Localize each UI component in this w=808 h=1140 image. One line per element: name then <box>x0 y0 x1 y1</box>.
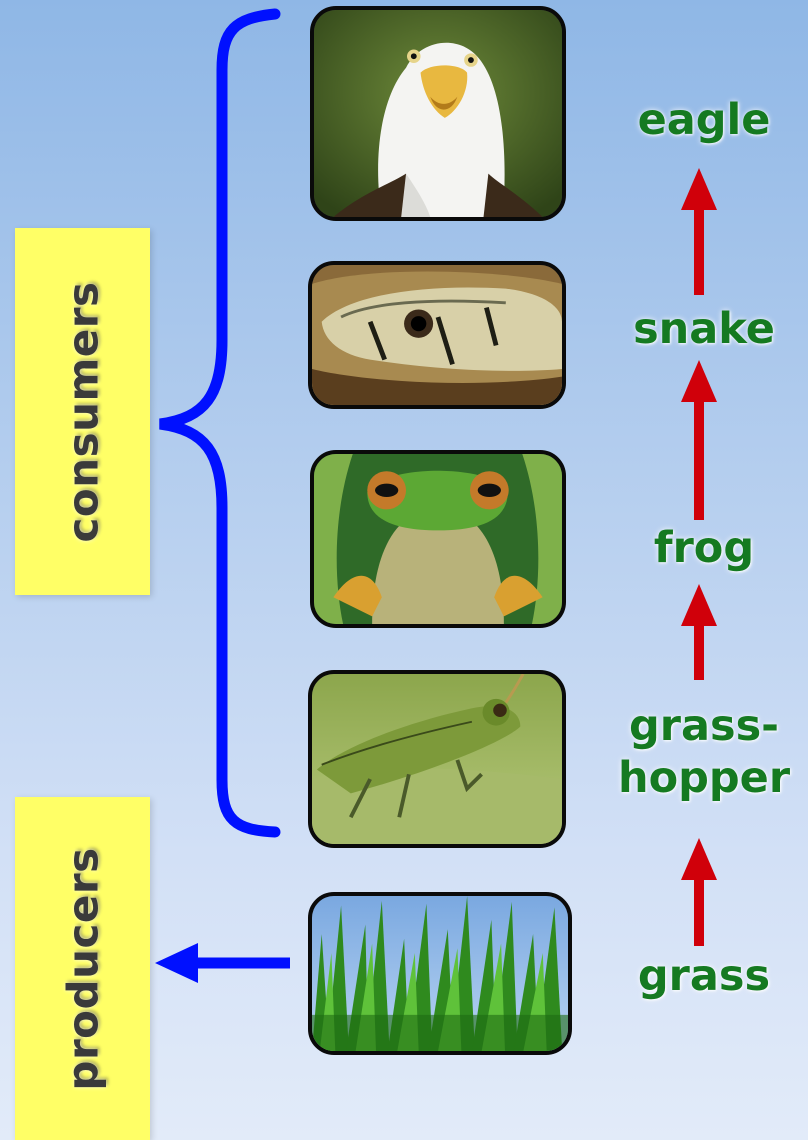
consumers-label-box: consumers <box>15 228 150 595</box>
frog-photo <box>310 450 566 628</box>
producers-label: producers <box>58 847 107 1090</box>
producers-label-box: producers <box>15 797 150 1140</box>
snake-photo <box>308 261 566 409</box>
eagle-photo <box>310 6 566 221</box>
grasshopper-photo <box>308 670 566 848</box>
producers-arrow <box>155 943 290 983</box>
eagle-label: eagle <box>600 94 808 146</box>
grasshopper-label: grass- hopper <box>600 700 808 804</box>
grass-label: grass <box>600 950 808 1002</box>
frog-label: frog <box>600 522 808 574</box>
consumers-bracket <box>160 14 275 832</box>
snake-label: snake <box>600 303 808 355</box>
grass-photo <box>308 892 572 1055</box>
chain-arrow-grass-to-grasshopper <box>681 838 717 946</box>
consumers-label: consumers <box>58 281 107 542</box>
chain-arrow-snake-to-eagle <box>681 168 717 295</box>
chain-arrow-grasshopper-to-frog <box>681 584 717 680</box>
chain-arrow-frog-to-snake <box>681 360 717 520</box>
